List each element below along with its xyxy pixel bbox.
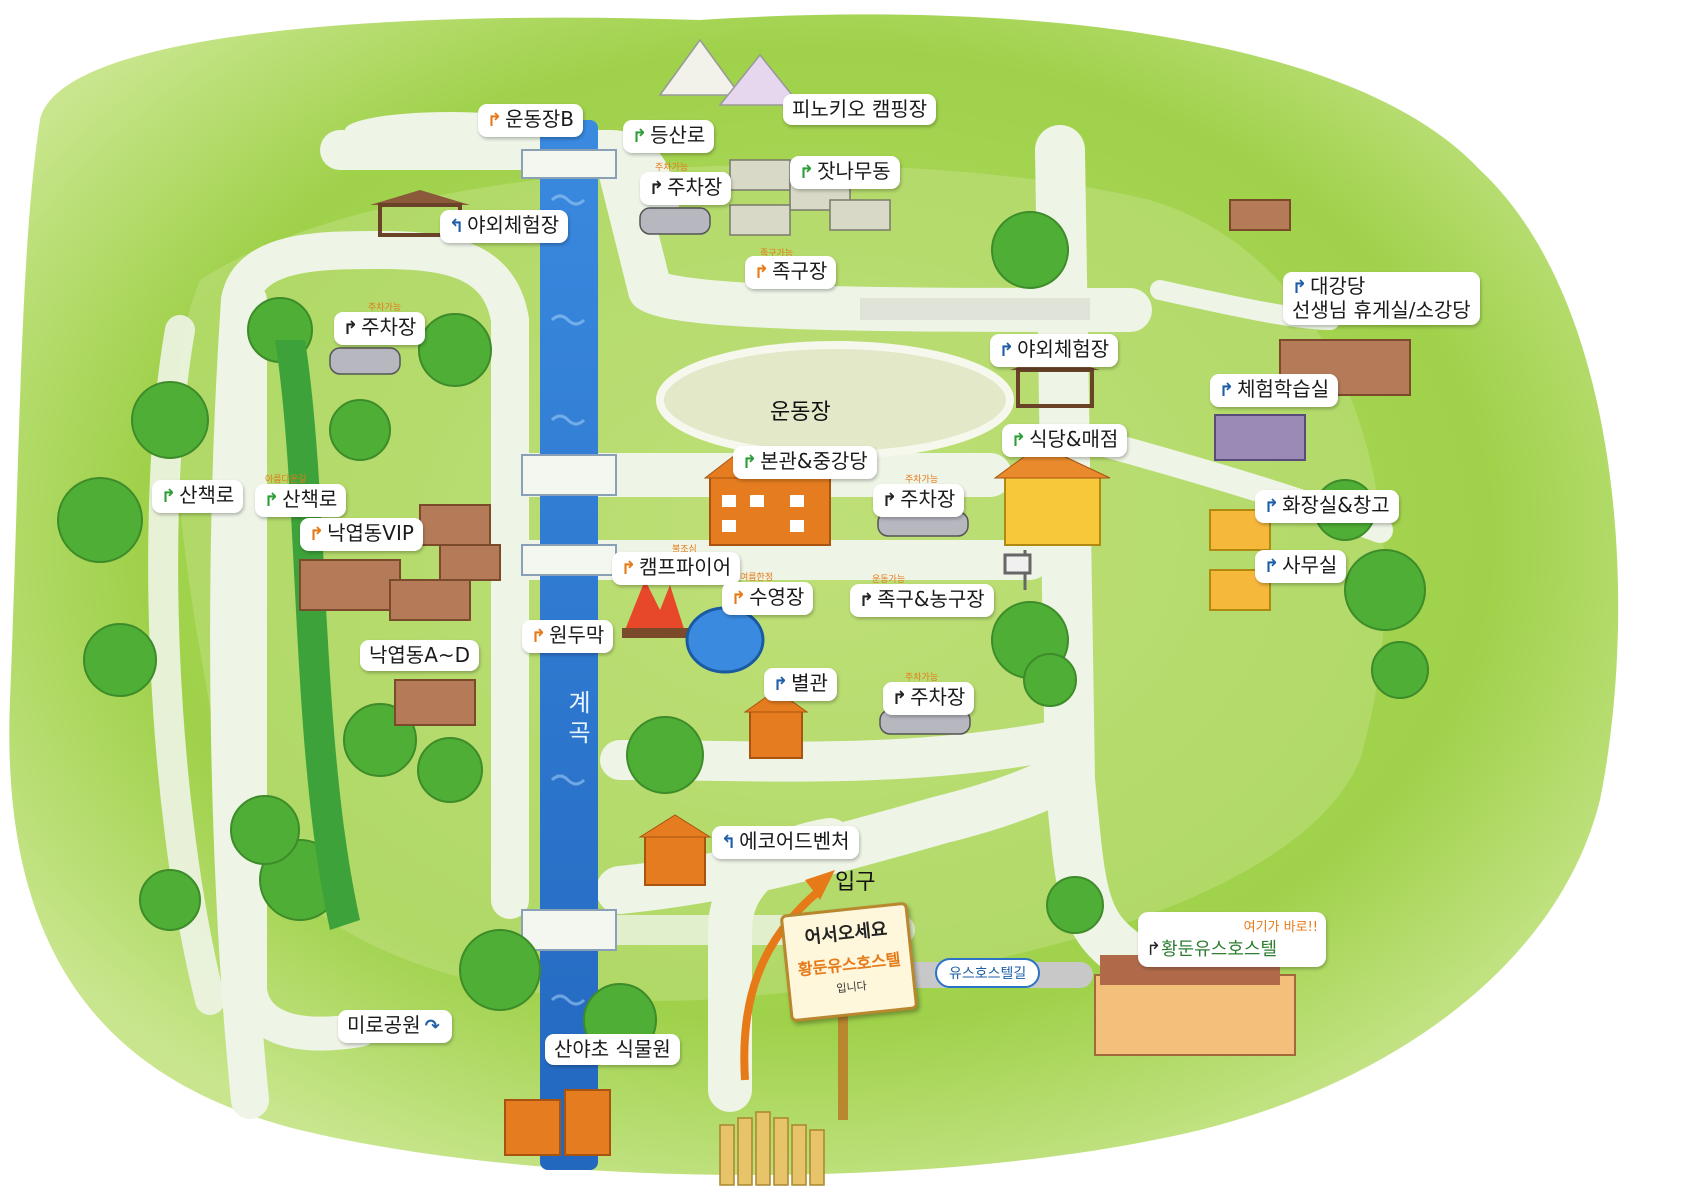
- building-icon: [638, 814, 712, 886]
- curved-arrow-icon: ↱: [1011, 430, 1027, 451]
- label-classroom[interactable]: ↱체험학습실: [1210, 374, 1339, 407]
- curved-arrow-icon: ↱: [264, 490, 280, 511]
- basketball-hoop-icon: [1003, 550, 1032, 590]
- tag-parking-left: 주차가능: [368, 303, 402, 313]
- curved-arrow-icon: ↱: [892, 688, 908, 709]
- curved-arrow-icon: ↱: [999, 340, 1015, 361]
- tag-parking-top: 주차가능: [655, 163, 689, 173]
- entrance-arrow: [740, 886, 823, 1081]
- curved-arrow-icon: ↱: [487, 110, 503, 131]
- curved-arrow-icon: ↱: [343, 318, 359, 339]
- curved-arrow-icon: ↱: [882, 490, 898, 511]
- label-stream: 계곡: [563, 690, 591, 750]
- curved-arrow-icon: ↱: [859, 590, 875, 611]
- label-entrance: 입구: [835, 870, 876, 895]
- curved-arrow-icon: ↱: [731, 588, 747, 609]
- label-hostel[interactable]: 여기가 바로!! ↱황둔유스호스텔: [1138, 912, 1326, 967]
- hostel-name: 황둔유스호스텔: [1161, 939, 1278, 960]
- label-pool[interactable]: ↱수영장: [722, 582, 814, 615]
- label-pinocchio-camp[interactable]: 피노키오 캠핑장: [783, 94, 937, 125]
- tag-jokgu-top: 족구가능: [760, 249, 794, 259]
- curved-arrow-icon: ↱: [742, 452, 758, 473]
- label-office[interactable]: ↱사무실: [1255, 550, 1347, 583]
- label-restroom[interactable]: ↱화장실&창고: [1255, 490, 1399, 523]
- label-jokgu-top[interactable]: ↱족구장: [745, 256, 837, 289]
- label-parking-left[interactable]: ↱주차장: [334, 312, 426, 345]
- label-trail-outer[interactable]: ↱산책로: [152, 480, 244, 513]
- tag-parking-mid: 주차가능: [905, 475, 939, 485]
- label-pine-building[interactable]: ↱잣나무동: [790, 156, 900, 189]
- label-parking-lower[interactable]: ↱주차장: [883, 682, 975, 715]
- label-annex[interactable]: ↱별관: [764, 668, 837, 701]
- label-road[interactable]: 유스호스텔길: [935, 958, 1041, 988]
- curved-arrow-icon: ↱: [531, 626, 547, 647]
- label-parking-top[interactable]: ↱주차장: [640, 172, 732, 205]
- label-sports-main: 운동장: [770, 400, 831, 425]
- curved-arrow-icon: ↱: [309, 524, 325, 545]
- campfire-icon: [622, 580, 690, 638]
- pool-icon: [685, 606, 765, 674]
- curved-arrow-icon: ↱: [632, 126, 648, 147]
- label-jokgu-basket[interactable]: ↱족구&농구장: [850, 584, 994, 617]
- hostel-tag: 여기가 바로!!: [1243, 920, 1318, 935]
- label-parking-mid[interactable]: ↱주차장: [873, 484, 965, 517]
- tag-parking-lower: 주차가능: [905, 673, 939, 683]
- parking-lot-top: [860, 298, 1090, 320]
- curved-arrow-icon: ↱: [649, 178, 665, 199]
- curved-arrow-icon: ↷: [424, 1016, 440, 1037]
- curved-arrow-icon: ↱: [1264, 496, 1280, 517]
- sports-field-main: [656, 341, 1014, 459]
- label-sports-b[interactable]: ↱운동장B: [478, 104, 584, 137]
- curved-arrow-icon: ↱: [773, 674, 789, 695]
- tag-trail-inner: 아름다운길: [265, 475, 307, 485]
- curved-arrow-icon: ↱: [1292, 277, 1308, 298]
- curved-arrow-icon: ↱: [161, 486, 177, 507]
- building-icon: [504, 1089, 611, 1156]
- building-icon: [993, 444, 1111, 546]
- curved-arrow-icon: ↰: [721, 832, 737, 853]
- curved-arrow-icon: ↰: [449, 216, 465, 237]
- label-nakyeop-ad[interactable]: 낙엽동A~D: [360, 640, 480, 671]
- label-cafeteria[interactable]: ↱식당&매점: [1002, 424, 1128, 457]
- curved-arrow-icon: ↱: [1146, 939, 1162, 960]
- label-wildflower[interactable]: 산야초 식물원: [545, 1034, 680, 1065]
- label-trail-inner[interactable]: ↱산책로: [255, 484, 347, 517]
- tag-jokgu-basket: 운동가능: [872, 575, 906, 585]
- bridges: [521, 149, 617, 951]
- cottage-buildings: [299, 504, 501, 726]
- label-campfire[interactable]: ↱캠프파이어: [612, 552, 741, 585]
- tag-campfire: 불조심: [672, 545, 697, 555]
- building-icon: [743, 689, 809, 759]
- curved-arrow-icon: ↱: [754, 262, 770, 283]
- tent-icon: [658, 38, 802, 106]
- curved-arrow-icon: ↱: [621, 558, 637, 579]
- tag-pool: 여름한정: [740, 573, 774, 583]
- car-icon: [329, 207, 971, 735]
- label-wondumak[interactable]: ↱원두막: [522, 620, 614, 653]
- curved-arrow-icon: ↱: [1219, 380, 1235, 401]
- fence: [719, 1111, 825, 1186]
- curved-arrow-icon: ↱: [799, 162, 815, 183]
- label-main-hall[interactable]: ↱본관&중강당: [733, 446, 877, 479]
- label-hiking[interactable]: ↱등산로: [623, 120, 715, 153]
- sign-post: [838, 1000, 848, 1120]
- curved-arrow-icon: ↱: [1264, 556, 1280, 577]
- label-eco[interactable]: ↰에코어드벤처: [712, 826, 859, 859]
- label-maze[interactable]: 미로공원↷: [338, 1010, 452, 1043]
- label-nakyeop-vip[interactable]: ↱낙엽동VIP: [300, 518, 423, 551]
- welcome-sign: 어서오세요 황둔유스호스텔 입니다: [779, 901, 919, 1023]
- label-outdoor-right[interactable]: ↱야외체험장: [990, 334, 1119, 367]
- label-outdoor-top[interactable]: ↰야외체험장: [440, 210, 569, 243]
- hostel-building: [1094, 955, 1296, 1056]
- entrance-arrowhead: [805, 870, 835, 900]
